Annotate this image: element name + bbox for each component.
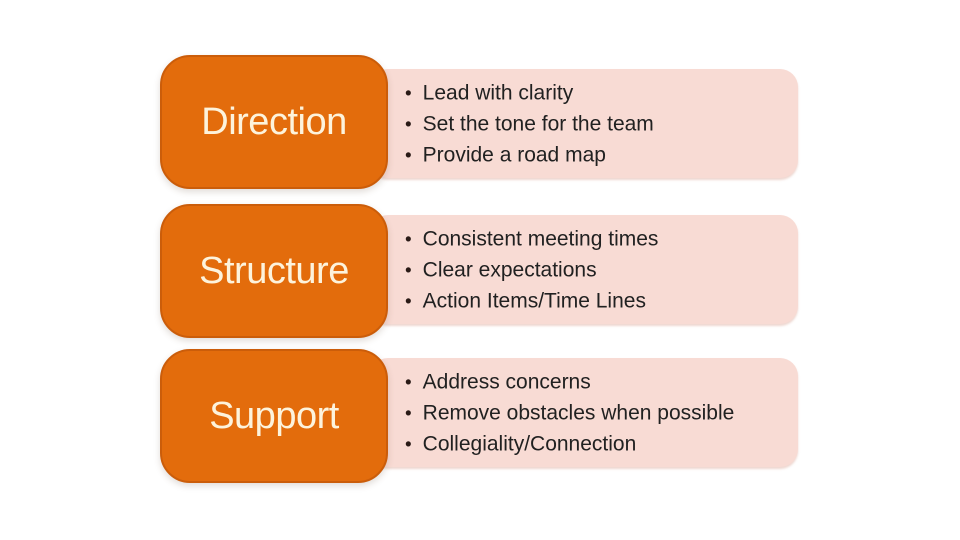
bullets-panel-direction: • Lead with clarity • Set the tone for t… xyxy=(370,69,798,178)
list-item: • Address concerns xyxy=(405,366,734,397)
bullet-text: Lead with clarity xyxy=(422,81,574,104)
list-item: • Clear expectations xyxy=(405,254,658,285)
bullet-icon: • xyxy=(405,372,412,393)
bullet-list: • Address concerns • Remove obstacles wh… xyxy=(405,366,734,459)
bullet-list: • Consistent meeting times • Clear expec… xyxy=(405,223,658,316)
list-item: • Provide a road map xyxy=(405,139,654,170)
bullet-list: • Lead with clarity • Set the tone for t… xyxy=(405,77,654,170)
list-item: • Consistent meeting times xyxy=(405,223,658,254)
list-item: • Set the tone for the team xyxy=(405,108,654,139)
bullet-icon: • xyxy=(405,114,412,135)
bullet-text: Provide a road map xyxy=(422,143,606,166)
bullet-icon: • xyxy=(405,260,412,281)
bullet-icon: • xyxy=(405,229,412,250)
list-item: • Remove obstacles when possible xyxy=(405,397,734,428)
category-label: Structure xyxy=(199,249,349,292)
category-label: Direction xyxy=(201,100,347,143)
bullet-icon: • xyxy=(405,83,412,104)
list-item: • Lead with clarity xyxy=(405,77,654,108)
bullet-text: Collegiality/Connection xyxy=(422,432,637,455)
bullets-panel-structure: • Consistent meeting times • Clear expec… xyxy=(370,215,798,324)
category-label: Support xyxy=(209,394,339,437)
bullet-text: Set the tone for the team xyxy=(422,112,654,135)
bullet-icon: • xyxy=(405,403,412,424)
category-box-structure: Structure xyxy=(160,204,388,338)
bullet-icon: • xyxy=(405,434,412,455)
list-item: • Collegiality/Connection xyxy=(405,428,734,459)
bullet-icon: • xyxy=(405,291,412,312)
bullet-icon: • xyxy=(405,145,412,166)
bullets-panel-support: • Address concerns • Remove obstacles wh… xyxy=(370,358,798,467)
bullet-text: Consistent meeting times xyxy=(422,227,659,250)
list-item: • Action Items/Time Lines xyxy=(405,285,658,316)
category-box-support: Support xyxy=(160,349,388,483)
bullet-text: Action Items/Time Lines xyxy=(422,289,646,312)
bullet-text: Clear expectations xyxy=(422,258,597,281)
category-box-direction: Direction xyxy=(160,55,388,189)
bullet-text: Remove obstacles when possible xyxy=(422,401,735,424)
bullet-text: Address concerns xyxy=(422,370,591,393)
